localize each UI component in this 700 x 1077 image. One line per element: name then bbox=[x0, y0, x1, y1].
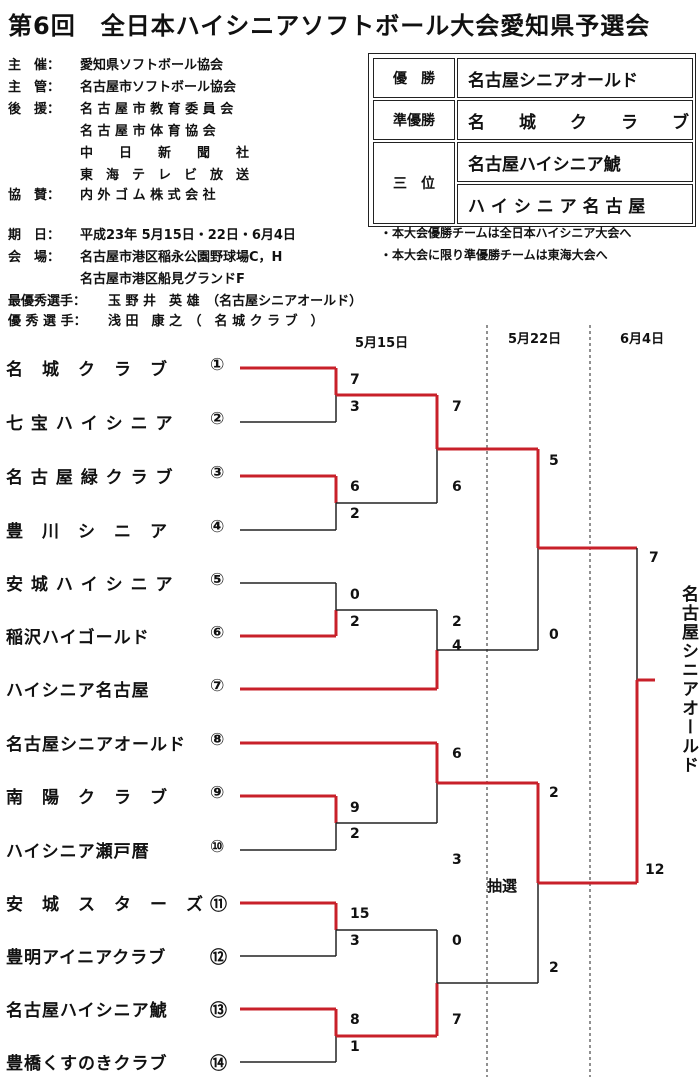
team-name: 七 宝 ハ イ シ ニ ア bbox=[6, 414, 174, 434]
third-team: ハ イ シ ニ ア 名 古 屋 bbox=[457, 184, 693, 224]
organizer-row: 後 援：名 古 屋 市 教 育 委 員 会 bbox=[8, 102, 234, 117]
team-name: 安 城 ス タ ー ズ bbox=[6, 895, 204, 915]
organizer-row: 主 催：愛知県ソフトボール協会 bbox=[8, 58, 224, 73]
score-label: 5 bbox=[549, 453, 559, 469]
winner-label: 優 勝 bbox=[373, 58, 455, 98]
detail-row: 名古屋市港区船見グランドF bbox=[80, 272, 245, 287]
organizer-row: 主 管：名古屋市ソフトボール協会 bbox=[8, 80, 237, 95]
award-row: 優 秀 選 手：浅 田 康 之 （ 名 城 ク ラ ブ ） bbox=[8, 314, 324, 329]
seed-number: ⑩ bbox=[210, 837, 226, 857]
score-label: 2 bbox=[350, 826, 360, 842]
score-label: 2 bbox=[350, 506, 360, 522]
runnerup-label: 準優勝 bbox=[373, 100, 455, 140]
date-round3: 5月22日 bbox=[508, 332, 562, 347]
results-table: 優 勝 名古屋シニアオールド 準優勝 名 城 ク ラ ブ 三 位 名古屋ハイシニ… bbox=[368, 53, 696, 227]
score-label: 15 bbox=[350, 906, 370, 922]
detail-row: 期 日：平成23年 5月15日・22日・6月4日 bbox=[8, 228, 296, 243]
score-label: 0 bbox=[452, 933, 462, 949]
score-label: 3 bbox=[350, 933, 360, 949]
team-name: 名 古 屋 緑 ク ラ ブ bbox=[6, 468, 174, 488]
seed-number: ③ bbox=[210, 463, 226, 483]
score-label: 3 bbox=[452, 852, 462, 868]
score-label: 6 bbox=[350, 479, 360, 495]
team-name: ハイシニア瀬戸暦 bbox=[6, 842, 150, 862]
seed-number: ⑦ bbox=[210, 676, 226, 696]
score-label: 2 bbox=[549, 785, 559, 801]
team-name: ハイシニア名古屋 bbox=[6, 681, 150, 701]
seed-number: ⑬ bbox=[210, 1001, 228, 1021]
team-name: 名古屋ハイシニア鯱 bbox=[6, 1001, 168, 1021]
note: ・本大会に限り準優勝チームは東海大会へ bbox=[380, 248, 608, 262]
score-label: 7 bbox=[649, 550, 659, 566]
score-label: 7 bbox=[452, 399, 462, 415]
date-round1: 5月15日 bbox=[355, 336, 409, 351]
champion-label: 名古屋シニアオールド bbox=[678, 585, 698, 775]
team-name: 豊橋くすのきクラブ bbox=[6, 1054, 168, 1074]
runnerup-team: 名 城 ク ラ ブ bbox=[457, 100, 693, 140]
seed-number: ⑪ bbox=[210, 895, 228, 915]
team-name: 稲沢ハイゴールド bbox=[6, 628, 150, 648]
team-name: 名 城 ク ラ ブ bbox=[6, 360, 168, 380]
seed-number: ⑥ bbox=[210, 623, 226, 643]
score-label: 0 bbox=[350, 587, 360, 603]
lottery-label: 抽選 bbox=[487, 877, 518, 895]
detail-row: 会 場：名古屋市港区稲永公園野球場C，H bbox=[8, 250, 283, 265]
score-label: 2 bbox=[350, 614, 360, 630]
team-name: 豊明アイニアクラブ bbox=[6, 948, 167, 968]
award-row: 最優秀選手：玉 野 井 英 雄 （名古屋シニアオールド） bbox=[8, 294, 363, 309]
score-label: 2 bbox=[549, 960, 559, 976]
score-label: 9 bbox=[350, 800, 360, 816]
seed-number: ④ bbox=[210, 517, 226, 537]
score-label: 4 bbox=[452, 638, 462, 654]
score-label: 1 bbox=[350, 1039, 360, 1055]
organizer-row: 東 海 テ レ ビ 放 送 bbox=[80, 168, 250, 183]
score-label: 12 bbox=[645, 862, 665, 878]
team-name: 南 陽 ク ラ ブ bbox=[6, 788, 168, 808]
third-team: 名古屋ハイシニア鯱 bbox=[457, 142, 693, 182]
seed-number: ⑫ bbox=[210, 948, 228, 968]
organizer-row: 協 賛：内 外 ゴ ム 株 式 会 社 bbox=[8, 188, 216, 203]
note: ・本大会優勝チームは全日本ハイシニア大会へ bbox=[380, 226, 632, 240]
seed-number: ① bbox=[210, 355, 226, 375]
date-final: 6月4日 bbox=[620, 332, 665, 347]
page-title: 第6回 全日本ハイシニアソフトボール大会愛知県予選会 bbox=[8, 12, 651, 40]
organizer-row: 中 日 新 聞 社 bbox=[80, 146, 250, 161]
score-label: 6 bbox=[452, 479, 462, 495]
score-label: 0 bbox=[549, 627, 559, 643]
third-label: 三 位 bbox=[373, 142, 455, 224]
team-name: 名古屋シニアオールド bbox=[6, 735, 186, 755]
team-name: 豊 川 シ ニ ア bbox=[6, 522, 168, 542]
seed-number: ⑭ bbox=[210, 1054, 228, 1074]
seed-number: ② bbox=[210, 409, 226, 429]
seed-number: ⑨ bbox=[210, 783, 226, 803]
score-label: 8 bbox=[350, 1012, 360, 1028]
seed-number: ⑧ bbox=[210, 730, 226, 750]
score-label: 7 bbox=[452, 1012, 462, 1028]
team-name: 安 城 ハ イ シ ニ ア bbox=[6, 575, 174, 595]
organizer-row: 名 古 屋 市 体 育 協 会 bbox=[80, 124, 216, 139]
score-label: 3 bbox=[350, 399, 360, 415]
score-label: 6 bbox=[452, 746, 462, 762]
score-label: 2 bbox=[452, 614, 462, 630]
score-label: 7 bbox=[350, 372, 360, 388]
seed-number: ⑤ bbox=[210, 570, 226, 590]
winner-team: 名古屋シニアオールド bbox=[457, 58, 693, 98]
